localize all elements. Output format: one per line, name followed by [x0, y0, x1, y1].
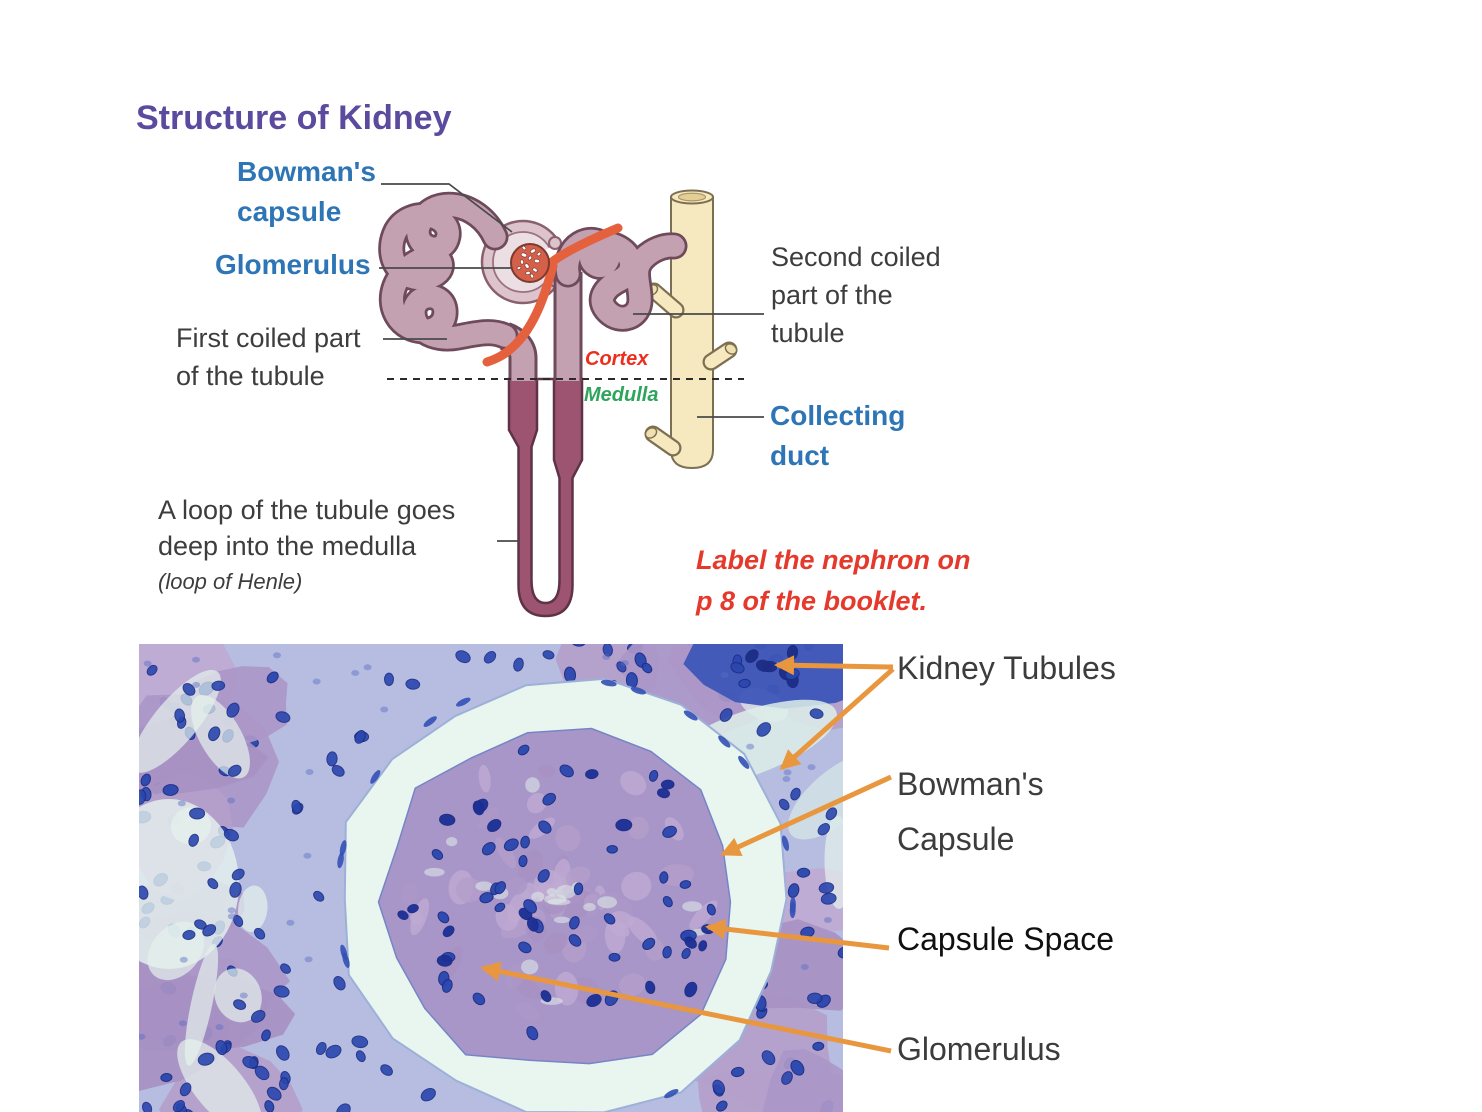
label-line: tubule: [771, 318, 845, 348]
label-line: A loop of the tubule goes: [158, 495, 456, 525]
label-line: capsule: [237, 196, 342, 227]
label-capsule-space: Capsule Space: [897, 921, 1115, 957]
label-line: part of the: [771, 280, 893, 310]
label-loop-note: (loop of Henle): [158, 569, 303, 594]
label-second-coiled: Second coiled part of the tubule: [771, 238, 941, 352]
label-loop-of-henle: A loop of the tubule goes deep into the …: [158, 492, 455, 597]
leader-lines: [379, 183, 764, 542]
leader-bowmans-capsule: [381, 183, 513, 233]
label-line: Label the nephron on: [696, 545, 971, 575]
kidney-micrograph-image: [39, 590, 908, 1112]
loop-of-henle-shape: [507, 377, 584, 618]
efferent-vessel: [482, 261, 558, 367]
label-cortex: Cortex: [585, 348, 649, 370]
label-medulla: Medulla: [584, 384, 659, 406]
label-collecting-duct: Collecting duct: [770, 396, 905, 476]
label-first-coiled: First coiled part of the tubule: [176, 319, 361, 395]
glomerulus-shape: [510, 243, 550, 283]
first-coiled-tubule-shape: [378, 191, 519, 352]
label-line: Second coiled: [771, 242, 941, 272]
label-line: Bowman's: [237, 156, 376, 187]
afferent-vessel: [547, 223, 623, 267]
page-title: Structure of Kidney: [136, 99, 452, 137]
label-bowmans-capsule: Bowman's capsule: [237, 152, 376, 232]
label-line: Capsule: [897, 821, 1015, 857]
label-line: duct: [770, 440, 830, 471]
label-kidney-tubules: Kidney Tubules: [897, 650, 1116, 686]
label-line: p 8 of the booklet.: [696, 586, 928, 616]
second-coiled-tubule-shape: [553, 226, 688, 332]
label-line: of the tubule: [176, 361, 325, 391]
instruction-text: Label the nephron on p 8 of the booklet.: [696, 540, 971, 622]
collecting-duct-shape: [644, 189, 738, 470]
label-line: Collecting: [770, 400, 906, 431]
label-micro-glomerulus: Glomerulus: [897, 1031, 1061, 1067]
label-line: First coiled part: [176, 323, 361, 353]
label-micro-bowmans-capsule: Bowman's Capsule: [897, 757, 1044, 867]
label-line: deep into the medulla: [158, 531, 417, 561]
tubule-limbs: [499, 272, 583, 381]
bowmans-capsule-shape: [480, 219, 586, 305]
label-line: Bowman's: [897, 766, 1044, 802]
micrograph-texture: [39, 590, 908, 1112]
label-glomerulus: Glomerulus: [215, 249, 371, 280]
